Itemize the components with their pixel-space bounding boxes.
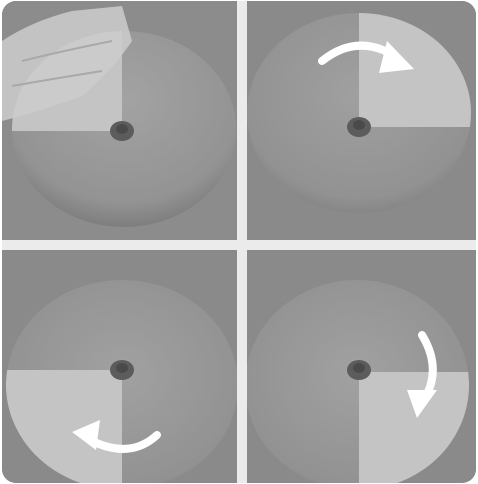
panel-lower-right-quadrant xyxy=(247,250,476,483)
panel-upper-right-quadrant xyxy=(247,1,476,240)
panel-4-illustration xyxy=(247,250,476,483)
panel-1-illustration xyxy=(2,1,237,240)
panel-upper-left-quadrant xyxy=(2,1,237,240)
panel-2-illustration xyxy=(247,1,476,240)
panel-3-illustration xyxy=(2,250,237,483)
panel-lower-left-quadrant xyxy=(2,250,237,483)
